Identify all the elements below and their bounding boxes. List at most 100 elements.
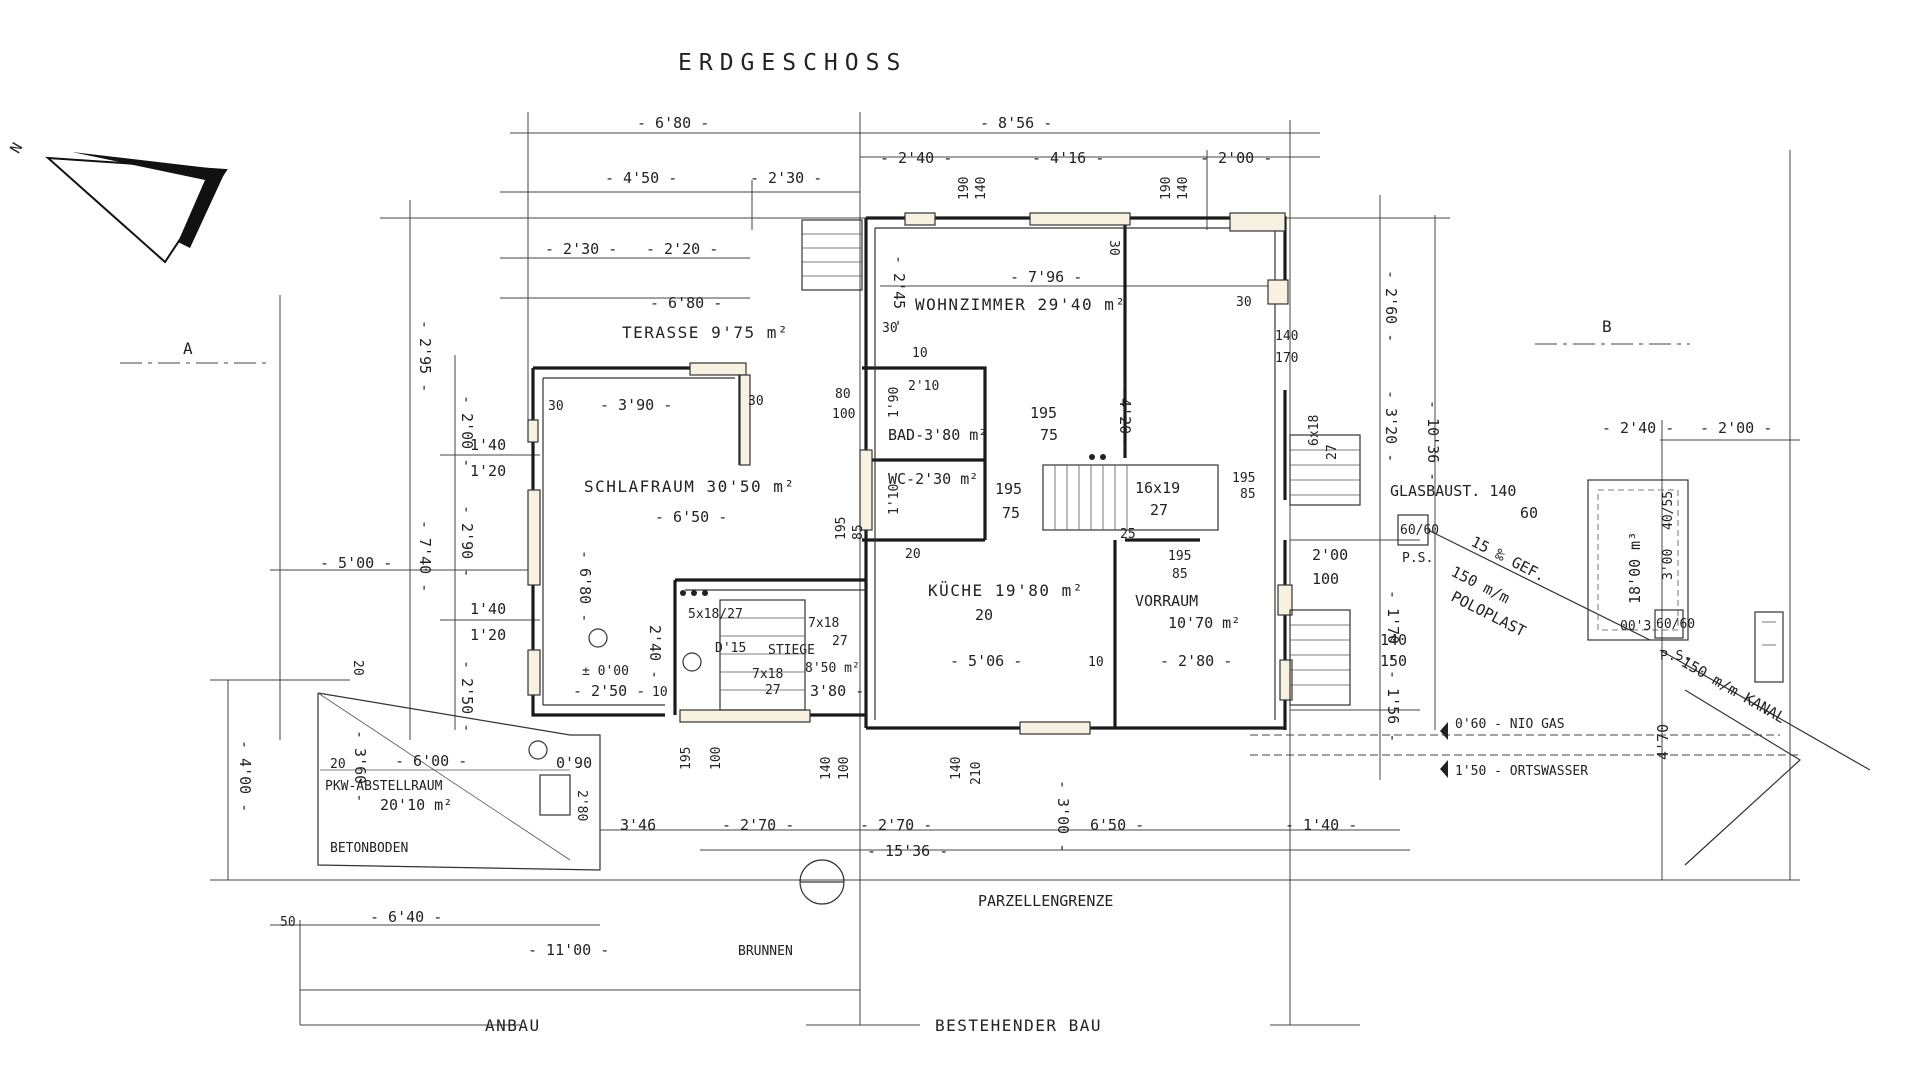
room-label-stiege: STIEGE [768,643,815,658]
room-label-terasse: TERASSE 9'75 m² [622,323,789,342]
dim-label: 2'10 [908,379,939,394]
stair-label: 6x18 [1307,415,1322,446]
dim-label: - 2'50 - [573,682,645,700]
dim-label: 6'50 - [1090,816,1144,834]
room-label-pkw: PKW-ABSTELLRAUM [325,779,443,794]
north-arrow-icon [45,152,228,264]
dim-label: - 8'56 - [980,114,1052,132]
dim-label: 210 [969,762,984,785]
dim-label: - 7'40 - [416,520,434,592]
shaft-label: 60/60 [1656,617,1695,632]
room-label-betonboden: BETONBODEN [330,841,408,856]
dim-label: 3'00 [1661,549,1676,580]
dim-label: - 3'60 - [351,730,369,802]
room-label-stiege-area: 8'50 m² [805,661,860,676]
dim-label: 150 [1380,652,1407,670]
section-marker-b: B [1602,317,1613,336]
bottom-dimension-lines [210,829,1800,1026]
footer-label-anbau: ANBAU [485,1016,541,1035]
dim-label: 00'3 [1620,619,1651,634]
dim-label: D'15 [715,641,746,656]
dim-label: 10 [1088,655,1104,670]
dim-label: - 2'60 - [1382,270,1400,342]
dim-label: - 3'90 - [600,396,672,414]
dim-label: 1'40 [470,600,506,618]
dim-label: 85 [1172,567,1188,582]
room-label-kueche: KÜCHE 19'80 m² [928,581,1084,600]
dim-label: - 11'00 - [528,941,609,959]
tank-label: 18'00 m³ [1626,532,1644,604]
dim-label: 195 [1030,404,1057,422]
windows [527,212,1293,735]
section-marker-a: A [183,339,194,358]
dim-label: - 7'96 - [1010,268,1082,286]
dim-label: - 1'56 - [1384,670,1402,742]
room-label-schlafraum: SCHLAFRAUM 30'50 m² [584,477,796,496]
dim-label: - 2'30 - [545,240,617,258]
dim-label: 30 [748,394,764,409]
well-label: BRUNNEN [738,944,793,959]
dim-label: - 6'50 - [655,508,727,526]
dim-label: 140 [1275,329,1298,344]
dim-label: - 4'20 - [1116,380,1134,452]
glasbaust-label: GLASBAUST. 140 [1390,482,1516,500]
dim-label: - 5'00 - [320,554,392,572]
dim-label: 1'40 [470,436,506,454]
dim-label: 195 [679,747,694,770]
dim-label: - 4'16 - [1032,149,1104,167]
level-label: ± 0'00 [582,664,629,679]
neighbor-structure [1754,611,1784,683]
stair-label: 7x18 [752,667,783,682]
dim-label: 100 [1312,570,1339,588]
dim-label: - 2'40 - [1602,419,1674,437]
dim-label: - 2'90 - [458,505,476,577]
dim-label: 170 [1275,351,1298,366]
north-label: N [6,140,26,157]
dim-label: - 2'20 - [646,240,718,258]
plumbing-symbols [528,454,1106,760]
dim-label: - 4'00 - [236,740,254,812]
dim-label: - 1'40 - [1285,816,1357,834]
room-label-wohnzimmer: WOHNZIMMER 29'40 m² [915,295,1127,314]
well-icon [799,859,845,905]
dim-label: - 6'80 - [576,550,594,622]
dim-label: 195 [1232,471,1255,486]
dim-label: - 6'80 - [637,114,709,132]
dim-label: 2'00 [1312,546,1348,564]
room-label-wc: WC-2'30 m² [888,470,978,488]
dim-label: 140 [949,757,964,780]
glasbaust-label: 60 [1520,504,1538,522]
wall-inner-lines [542,227,1276,720]
stair-label: 5x18/27 [688,607,743,622]
dim-label: - 15'36 - [867,842,948,860]
dim-label: 2'80 [574,790,589,821]
pipe-label: 150 m/m KANAL [1678,653,1789,727]
dim-label: 75 [1040,426,1058,444]
boundary-label: PARZELLENGRENZE [978,892,1113,910]
dim-label: 100 [832,407,855,422]
dim-label: 140 [974,177,989,200]
dim-label: - 2'00 - [1200,149,1272,167]
dim-label: - 5'06 - [950,652,1022,670]
stair-label: 27 [765,683,781,698]
dim-label: 100 [709,747,724,770]
dim-label: - 2'95 - [416,320,434,392]
dim-label: - 2'40 - [880,149,952,167]
plan-title: ERDGESCHOSS [678,50,907,76]
dim-label: 20 [330,757,346,772]
dim-label: 30 [1106,240,1121,256]
dim-label: 1'20 [470,626,506,644]
room-label-pkw-area: 20'10 m² [380,796,452,814]
stair-label: 27 [1150,501,1168,519]
dim-label: 190 [1159,177,1174,200]
dim-label: 190 [957,177,972,200]
stair-label: 27 [832,634,848,649]
dim-label: 30 [548,399,564,414]
stair-label: 27 [1325,444,1340,460]
carport-outline [317,692,601,871]
dim-label: - 6'40 - [370,908,442,926]
stair-label: 16x19 [1135,479,1180,497]
dim-label: - 2'70 - [860,816,932,834]
dim-label: 80 [835,387,851,402]
